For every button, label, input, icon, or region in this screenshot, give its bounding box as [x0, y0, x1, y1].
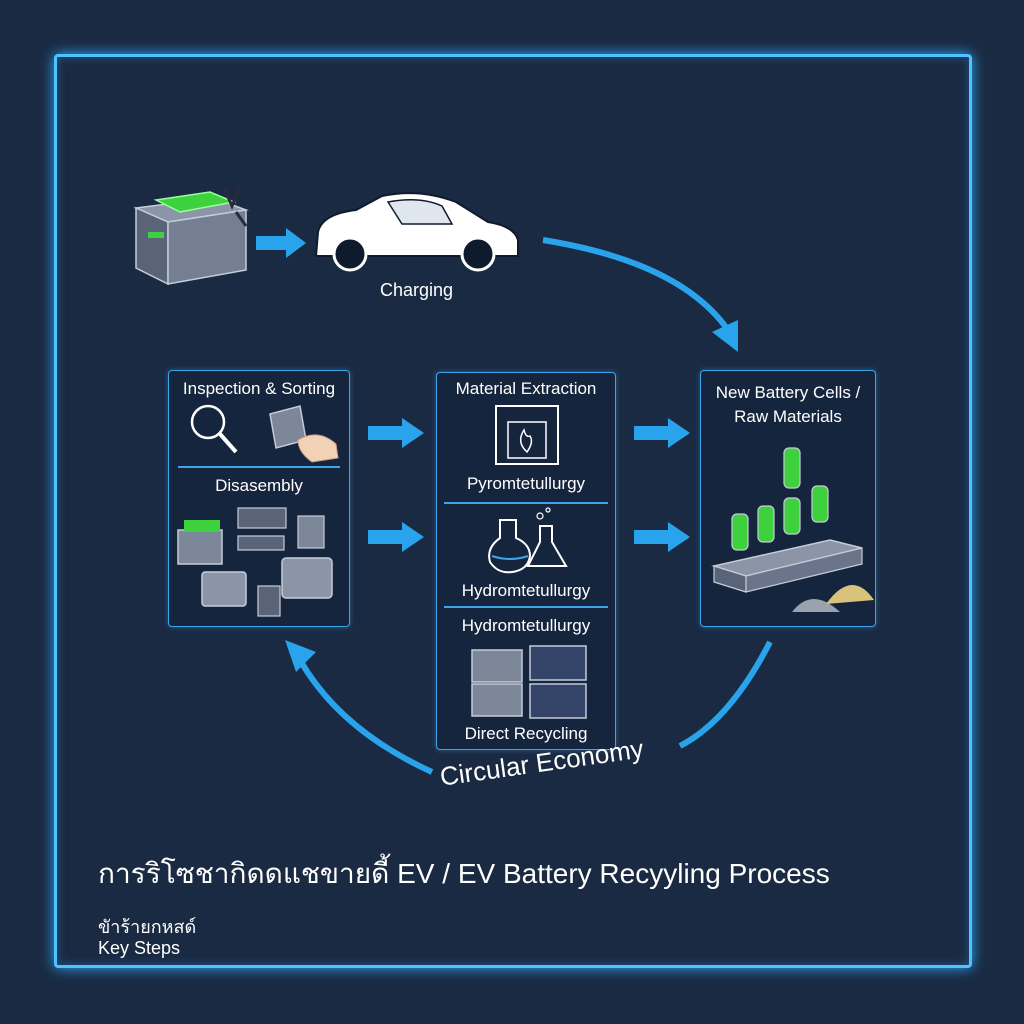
pyrometallurgy-label: Pyromtetullurgy [466, 474, 586, 493]
arc-circular-bottom-right [678, 640, 773, 749]
material-extraction-label: Material Extraction [455, 379, 597, 398]
material-extraction-panel [436, 372, 616, 750]
subtitle-thai: ขัาร้ายกหสด์ [98, 917, 197, 937]
arrow-inspect-to-extract [368, 418, 424, 448]
middle-divider-1 [444, 502, 608, 504]
arrow-extract-to-output-1 [634, 418, 690, 448]
disassembly-label: Disasembly [215, 476, 303, 495]
subtitle-key-steps: Key Steps [98, 938, 181, 958]
arrow-extract-to-output-2 [634, 522, 690, 552]
left-divider [178, 466, 340, 468]
arrow-battery-to-car [256, 228, 306, 258]
arc-car-to-output [542, 237, 731, 332]
diagram-title: การริโซชากิดดแชขายดี้ EV / EV Battery Re… [98, 858, 830, 889]
middle-divider-2 [444, 606, 608, 608]
charging-label: Charging [380, 280, 454, 300]
arrow-disassembly-to-extract [368, 522, 424, 552]
arc-circular-bottom-left [297, 658, 434, 775]
hydrometallurgy-label-1: Hydromtetullurgy [461, 581, 591, 600]
output-label: New Battery Cells / Raw Materials [715, 383, 861, 426]
inspection-sorting-label: Inspection & Sorting [182, 379, 336, 398]
direct-recycling-label: Direct Recycling [464, 724, 588, 743]
outer-frame [54, 54, 972, 968]
inspection-disassembly-panel [168, 370, 350, 627]
hydrometallurgy-label-2: Hydromtetullurgy [461, 616, 591, 635]
